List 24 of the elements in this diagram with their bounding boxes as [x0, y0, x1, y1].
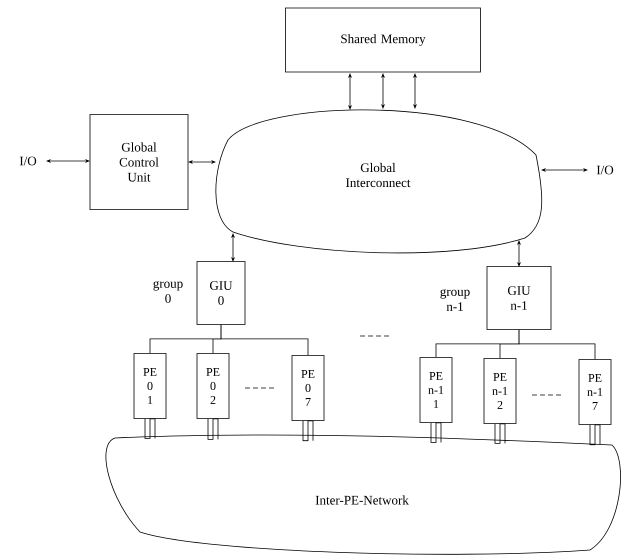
network-cloud: Inter-PE-Network	[106, 434, 621, 555]
pe-box: PE 0 1	[134, 353, 166, 419]
control-unit-box: Global Control Unit	[90, 114, 188, 210]
interconnect-cloud: Global Interconnect	[215, 110, 542, 254]
tree-line	[220, 324, 308, 356]
tree-line	[518, 330, 596, 360]
group-label: group 0	[153, 281, 183, 303]
link-lines	[208, 418, 218, 440]
pe-box: PE n-1 7	[578, 359, 612, 425]
giu-box: GIU n-1	[486, 266, 552, 330]
giu-box: GIU 0	[196, 261, 246, 325]
group-label: group n-1	[440, 289, 470, 311]
pe-box: PE 0 2	[196, 353, 230, 419]
link-lines	[494, 424, 506, 444]
io-label: I/O	[596, 166, 614, 174]
link-lines	[430, 422, 442, 443]
pe-box: PE n-1 2	[484, 358, 516, 424]
pe-box: PE 0 7	[292, 355, 324, 421]
pe-box: PE n-1 1	[420, 357, 452, 423]
link-lines	[590, 424, 600, 446]
link-lines	[302, 420, 314, 442]
link-lines	[144, 418, 156, 439]
io-label: I/O	[20, 156, 36, 166]
shared-memory-box: Shared Memory	[285, 8, 481, 72]
